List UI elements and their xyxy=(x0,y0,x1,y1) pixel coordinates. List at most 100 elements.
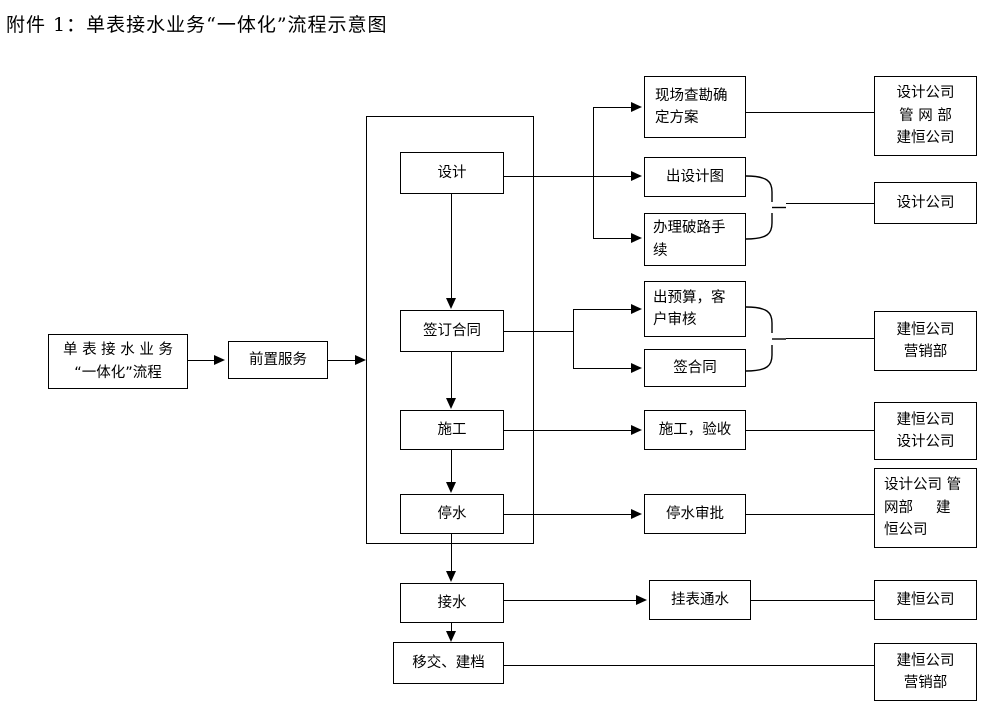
node-budget-line2: 户审核 xyxy=(653,312,697,328)
node-construct-label: 施工 xyxy=(437,421,467,438)
node-unit5[interactable]: 设计公司 管 网部 建 恒公司 xyxy=(874,468,977,548)
arrowhead-design-to-survey xyxy=(631,102,642,112)
arrowhead-design-to-drawing xyxy=(631,171,642,181)
node-signed[interactable]: 签合同 xyxy=(644,349,746,387)
node-unit5-line2: 网部 建 xyxy=(884,499,951,516)
arrowhead-contract-to-budget xyxy=(631,304,642,314)
arrowhead-contract-to-signed xyxy=(631,363,642,373)
edge-design-to-contract xyxy=(451,194,453,298)
node-unit3-line1: 建恒公司 xyxy=(896,321,955,338)
node-unit3[interactable]: 建恒公司 营销部 xyxy=(874,311,977,371)
node-unit2-line1: 设计公司 xyxy=(896,194,955,211)
edge-stopwater-to-connect xyxy=(451,534,453,571)
edge-survey-to-unit1 xyxy=(746,112,874,114)
node-approval-line1: 停水审批 xyxy=(666,505,724,522)
node-connect[interactable]: 接水 xyxy=(400,583,504,623)
edge-design-to-drawing xyxy=(593,176,633,178)
node-design-label: 设计 xyxy=(437,164,467,181)
node-survey-line1: 现场查勘确 xyxy=(655,87,728,104)
edge-pre-to-group xyxy=(328,360,360,362)
node-start[interactable]: 单 表 接 水 业 务 “一体化”流程 xyxy=(48,334,188,389)
edge-design-to-roadcut xyxy=(593,238,633,240)
edge-construct-to-accept xyxy=(504,430,633,432)
arrowhead-start-to-pre xyxy=(214,355,225,365)
node-pre-service-label: 前置服务 xyxy=(249,351,307,368)
edge-accept-to-unit4 xyxy=(746,430,874,432)
node-stopwater-label: 停水 xyxy=(437,505,467,522)
node-contract-label: 签订合同 xyxy=(423,322,481,339)
node-unit4-line1: 建恒公司 xyxy=(896,411,955,428)
edge-meter-to-unit6 xyxy=(751,600,874,602)
node-unit4-line2: 设计公司 xyxy=(896,434,955,450)
edge-brace-to-unit2 xyxy=(786,203,874,205)
arrowhead-design-to-roadcut xyxy=(631,233,642,243)
node-approval[interactable]: 停水审批 xyxy=(644,494,746,534)
main-process-group xyxy=(366,116,534,544)
edge-connect-to-meter xyxy=(504,600,638,602)
edge-approval-to-unit5 xyxy=(746,514,874,516)
node-unit5-line1: 设计公司 管 xyxy=(884,477,962,494)
node-contract[interactable]: 签订合同 xyxy=(400,310,504,352)
brace-budget-signed xyxy=(746,300,786,378)
node-start-line1: 单 表 接 水 业 务 xyxy=(62,342,174,359)
node-unit7-line1: 建恒公司 xyxy=(896,652,955,669)
node-signed-line1: 签合同 xyxy=(673,359,717,376)
node-unit5-line3: 恒公司 xyxy=(884,522,928,539)
node-connect-label: 接水 xyxy=(437,594,467,611)
node-survey[interactable]: 现场查勘确 定方案 xyxy=(644,76,746,138)
node-unit4[interactable]: 建恒公司 设计公司 xyxy=(874,402,977,460)
edge-start-to-pre xyxy=(188,360,216,362)
node-meter[interactable]: 挂表通水 xyxy=(649,580,751,620)
node-unit6[interactable]: 建恒公司 xyxy=(874,580,977,620)
arrowhead-connect-to-meter xyxy=(636,595,647,605)
node-unit1-line2: 管 网 部 xyxy=(899,107,952,124)
node-unit6-line1: 建恒公司 xyxy=(896,591,955,608)
edge-design-to-survey xyxy=(593,107,633,109)
edge-contract-to-signed xyxy=(573,368,633,370)
edge-stopwater-to-approval xyxy=(504,514,633,516)
node-handover[interactable]: 移交、建档 xyxy=(393,642,504,684)
node-unit1-line1: 设计公司 xyxy=(896,85,955,102)
node-accept-line1: 施工，验收 xyxy=(658,421,732,438)
edge-connect-to-handover xyxy=(451,623,453,631)
arrowhead-stopwater-to-connect xyxy=(446,571,456,582)
node-unit7[interactable]: 建恒公司 营销部 xyxy=(874,643,977,701)
node-budget[interactable]: 出预算，客 户审核 xyxy=(644,281,746,337)
node-stopwater[interactable]: 停水 xyxy=(400,494,504,534)
arrowhead-design-to-contract xyxy=(446,298,456,309)
arrowhead-connect-to-handover xyxy=(446,631,456,642)
node-design[interactable]: 设计 xyxy=(400,152,504,194)
node-drawing-line1: 出设计图 xyxy=(666,168,724,185)
node-unit1[interactable]: 设计公司 管 网 部 建恒公司 xyxy=(874,76,977,156)
node-unit7-line2: 营销部 xyxy=(903,675,948,691)
arrowhead-contract-to-construct xyxy=(446,398,456,409)
edge-contract-to-construct xyxy=(451,352,453,398)
node-budget-line1: 出预算，客 xyxy=(653,289,726,306)
node-construct[interactable]: 施工 xyxy=(400,410,504,450)
node-accept[interactable]: 施工，验收 xyxy=(644,410,746,450)
arrowhead-construct-to-stopwater xyxy=(446,482,456,493)
edge-design-branch-stem xyxy=(504,176,594,178)
edge-design-branch-spine xyxy=(593,107,595,239)
node-roadcut-line2: 续 xyxy=(653,242,668,259)
brace-drawing-roadcut xyxy=(746,170,786,245)
node-roadcut[interactable]: 办理破路手 续 xyxy=(644,213,746,266)
node-start-line2: “一体化”流程 xyxy=(74,364,162,381)
edge-handover-to-unit7 xyxy=(504,665,874,667)
node-pre-service[interactable]: 前置服务 xyxy=(228,341,328,379)
edge-contract-to-budget xyxy=(573,309,633,311)
node-unit1-line3: 建恒公司 xyxy=(896,130,955,147)
node-drawing[interactable]: 出设计图 xyxy=(644,157,746,197)
edge-brace-to-unit3 xyxy=(786,338,874,340)
node-meter-line1: 挂表通水 xyxy=(671,591,729,608)
node-roadcut-line1: 办理破路手 xyxy=(653,220,726,237)
page-title: 附件 1：单表接水业务“一体化”流程示意图 xyxy=(6,14,388,36)
node-survey-line2: 定方案 xyxy=(655,110,699,126)
node-unit3-line2: 营销部 xyxy=(903,344,948,360)
arrowhead-pre-to-group xyxy=(355,355,366,365)
arrowhead-construct-to-accept xyxy=(631,425,642,435)
edge-contract-branch-spine xyxy=(573,309,575,369)
node-unit2[interactable]: 设计公司 xyxy=(874,182,977,224)
arrowhead-stopwater-to-approval xyxy=(631,509,642,519)
